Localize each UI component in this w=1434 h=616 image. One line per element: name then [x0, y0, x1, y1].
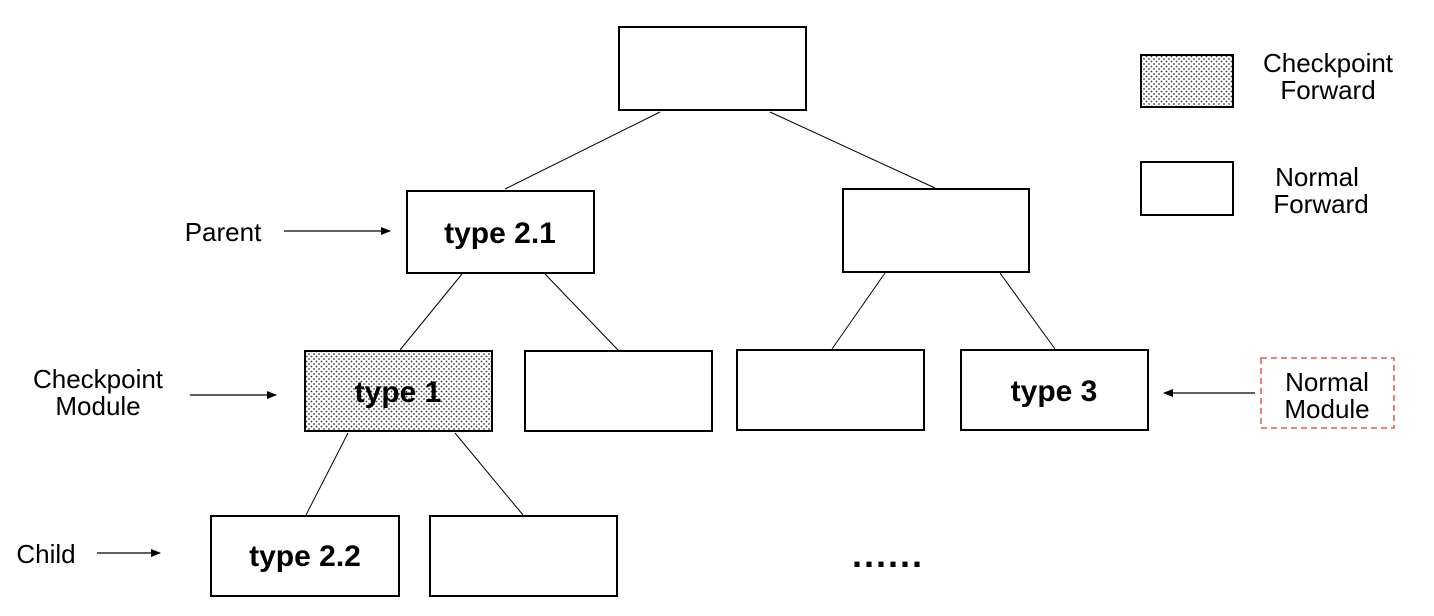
node-level3-b — [429, 515, 618, 597]
legend-normal-line1: Normal — [1275, 162, 1359, 192]
normal-module-label-line2: Module — [1284, 394, 1369, 424]
node-type-2-2-label: type 2.2 — [249, 540, 361, 573]
checkpoint-module-label-line2: Module — [55, 391, 140, 421]
legend-checkpoint-line1: Checkpoint — [1263, 48, 1394, 78]
node-level1-right — [842, 188, 1030, 273]
node-type-1-checkpoint — [304, 350, 493, 432]
edge-level1right-type3 — [999, 272, 1056, 350]
tree-edges — [305, 111, 1056, 516]
edge-type21-type1 — [399, 273, 463, 351]
parent-label: Parent — [185, 217, 262, 247]
ellipsis: ...... — [852, 534, 924, 575]
node-type-3 — [960, 349, 1149, 431]
node-type-1-label: type 1 — [355, 376, 442, 409]
legend-normal-line2: Forward — [1273, 189, 1368, 219]
edge-level1right-level2c — [831, 272, 886, 350]
edge-root-level1-left — [504, 111, 661, 190]
normal-module-label-line1: Normal — [1285, 367, 1369, 397]
edge-type21-level2b — [544, 273, 619, 351]
legend-normal-swatch — [1140, 161, 1234, 216]
legend: Checkpoint Forward Normal Forward — [1140, 48, 1394, 219]
node-level2-c — [736, 349, 925, 431]
node-level2-b — [524, 350, 713, 432]
edge-type1-level3b — [454, 432, 524, 516]
node-type-3-label: type 3 — [1011, 375, 1098, 408]
child-label: Child — [16, 539, 75, 569]
node-type-2-1-label: type 2.1 — [444, 217, 556, 250]
checkpoint-module-label-line1: Checkpoint — [33, 364, 164, 394]
legend-checkpoint-swatch — [1140, 54, 1234, 108]
node-root — [618, 26, 807, 111]
node-type-2-1 — [406, 190, 595, 274]
normal-module-callout-box — [1260, 357, 1395, 429]
edge-type1-type22 — [305, 432, 349, 516]
legend-checkpoint-line2: Forward — [1280, 75, 1375, 105]
edge-root-level1-right — [769, 111, 936, 189]
node-type-2-2 — [210, 515, 400, 597]
